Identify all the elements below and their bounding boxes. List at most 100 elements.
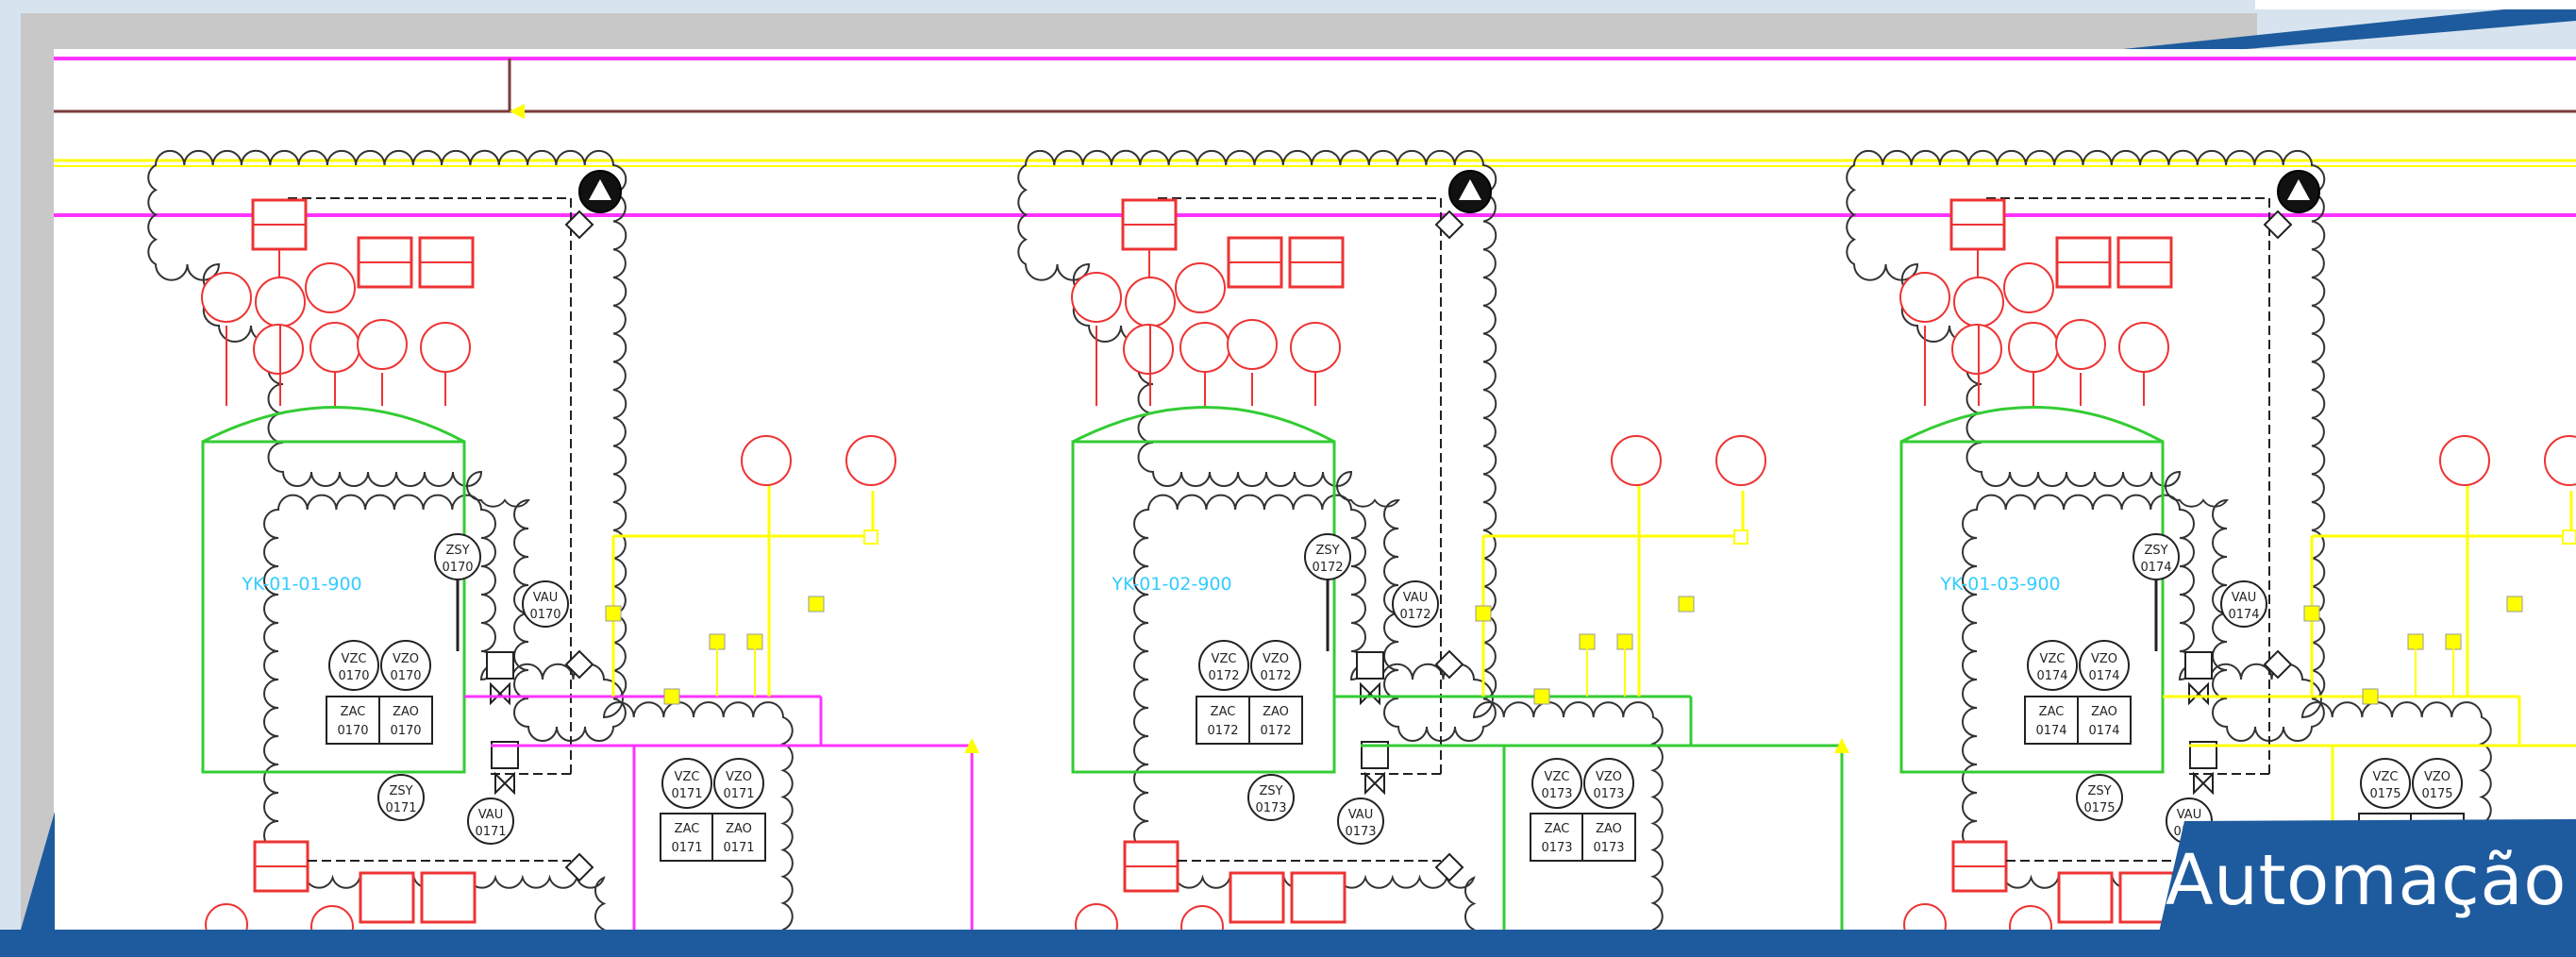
- red-instrument-bubble: [1175, 262, 1226, 313]
- position-tag-code: ZSY: [389, 784, 412, 798]
- valve-status-bubble: [1583, 758, 1634, 809]
- position-tag-bubble: [1247, 774, 1295, 821]
- interlock-diamond: [1434, 210, 1464, 240]
- red-instrument-bubble: [1953, 277, 2004, 327]
- position-tag-number: 0173: [1345, 825, 1376, 839]
- header-arrow: [510, 104, 525, 119]
- yellow-element: [2362, 688, 2379, 705]
- valve-status-code: VZO: [1596, 770, 1622, 784]
- valve-status-code: VZO: [393, 652, 419, 666]
- red-instrument-bubble: [2118, 322, 2169, 373]
- red-instrument-bubble: [2003, 262, 2054, 313]
- interlock-diamond: [1434, 852, 1464, 882]
- alarm-cell: [326, 696, 380, 745]
- alarm-cell-number: 0173: [1593, 841, 1624, 855]
- alarm-cell-code: ZAO: [1263, 705, 1289, 719]
- position-tag-number: 0171: [475, 825, 506, 839]
- yellow-transmitter: [2562, 529, 2576, 545]
- valve-status-bubble: [1531, 758, 1582, 809]
- valve-status-bubble: [328, 640, 379, 691]
- alarm-cell-number: 0171: [723, 841, 754, 855]
- alarm-cell-code: ZAC: [675, 822, 700, 836]
- yellow-element: [605, 605, 622, 622]
- valve-status-bubble: [1198, 640, 1249, 691]
- red-instrument-bubble: [1180, 905, 1224, 932]
- red-instrument-bubble: [2008, 322, 2059, 373]
- alarm-cell-number: 0171: [671, 841, 702, 855]
- tank-body: [1899, 440, 2165, 774]
- sheet-shadow-left: [21, 13, 55, 938]
- valve-status-bubble: [2360, 758, 2411, 809]
- valve-actuator: [1356, 651, 1384, 680]
- panel-instrument: [2057, 871, 2114, 924]
- panel-instrument: [359, 871, 415, 924]
- valve-status-bubble: [713, 758, 764, 809]
- valve-status-bubble: [380, 640, 431, 691]
- valve-status-code: VZC: [675, 770, 700, 784]
- yellow-element: [1678, 596, 1695, 613]
- valve-actuator: [2184, 651, 2213, 680]
- position-tag-code: ZSY: [445, 544, 469, 558]
- sheet-background: [54, 49, 2576, 932]
- red-instrument-bubble: [1071, 272, 1122, 323]
- position-tag-bubble: [377, 774, 425, 821]
- valve-status-number: 0172: [1260, 669, 1291, 683]
- position-tag-code: VAU: [533, 591, 558, 605]
- position-tag-bubble: [467, 798, 514, 845]
- alarm-cell-code: ZAO: [1596, 822, 1622, 836]
- interlock-diamond: [564, 852, 594, 882]
- position-tag-code: VAU: [2232, 591, 2256, 605]
- valve-status-number: 0170: [338, 669, 369, 683]
- red-instrument-bubble: [741, 435, 792, 486]
- alarm-cell-number: 0172: [1260, 724, 1291, 738]
- red-instrument-bubble: [2055, 319, 2106, 370]
- valve-status-number: 0175: [2369, 787, 2400, 801]
- red-instrument-bubble: [420, 322, 471, 373]
- position-tag-number: 0173: [1255, 801, 1286, 815]
- blue-wedge-left: [21, 812, 55, 957]
- caption-banner: [2153, 819, 2576, 957]
- red-instrument-bubble: [1075, 903, 1118, 932]
- flow-arrow: [1834, 738, 1849, 753]
- position-tag-number: 0174: [2140, 561, 2171, 575]
- panel-instrument: [420, 871, 477, 924]
- position-tag-bubble: [1392, 580, 1439, 628]
- valve-status-number: 0173: [1593, 787, 1624, 801]
- red-instrument-bubble: [255, 277, 306, 327]
- alarm-cell: [2024, 696, 2079, 745]
- position-tag-code: ZSY: [2144, 544, 2167, 558]
- red-instrument-bubble: [253, 324, 304, 375]
- valve-status-number: 0171: [671, 787, 702, 801]
- red-instrument-bubble: [309, 322, 360, 373]
- alarm-cell-number: 0170: [390, 724, 421, 738]
- valve-status-code: VZC: [342, 652, 367, 666]
- red-instrument-bubble: [1899, 272, 1950, 323]
- valve-status-number: 0175: [2421, 787, 2452, 801]
- yellow-element: [808, 596, 825, 613]
- red-instrument-bubble: [1290, 322, 1341, 373]
- yellow-element: [2303, 605, 2320, 622]
- yellow-element: [2506, 596, 2523, 613]
- alarm-cell: [1248, 696, 1303, 745]
- interlock-diamond: [1434, 649, 1464, 680]
- position-tag-bubble: [2220, 580, 2267, 628]
- alarm-cell-code: ZAC: [1545, 822, 1570, 836]
- valve-body: [1364, 771, 1385, 796]
- valve-status-code: VZC: [2040, 652, 2066, 666]
- revision-cloud-bottom: [1133, 494, 1664, 932]
- alarm-cell-code: ZAC: [1211, 705, 1236, 719]
- position-tag-code: ZSY: [1315, 544, 1339, 558]
- revision-cloud-top: [1017, 149, 1497, 742]
- valve-status-bubble: [2079, 640, 2130, 691]
- alarm-cell-code: ZAC: [341, 705, 366, 719]
- position-tag-code: ZSY: [2087, 784, 2111, 798]
- red-instrument-bubble: [305, 262, 356, 313]
- position-tag-code: ZSY: [1259, 784, 1282, 798]
- position-tag-number: 0175: [2083, 801, 2115, 815]
- valve-status-code: VZC: [1212, 652, 1237, 666]
- tank-tag: YK-01-02-900: [1111, 574, 1231, 595]
- position-tag-bubble: [1337, 798, 1384, 845]
